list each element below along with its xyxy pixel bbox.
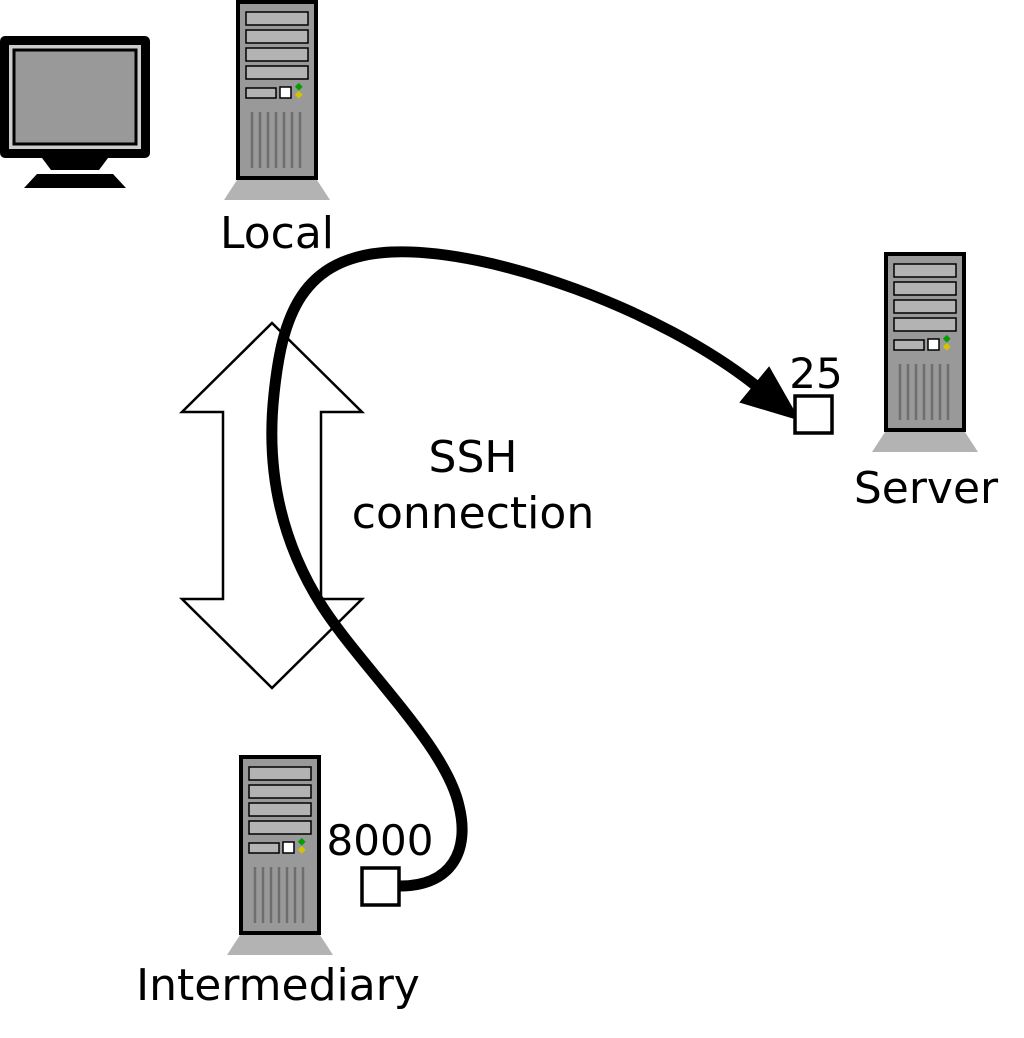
port-25-label: 25: [789, 349, 842, 398]
monitor-screen: [12, 48, 138, 146]
local-tower-icon: [222, 0, 332, 202]
ssh-connection-label: SSH connection: [352, 432, 594, 539]
server-label: Server: [854, 463, 999, 514]
monitor-base: [24, 174, 126, 188]
port-25-square: [793, 394, 834, 435]
server-tower-icon: [870, 252, 980, 454]
intermediary-label: Intermediary: [136, 960, 420, 1011]
monitor-stand: [42, 158, 108, 170]
ssh-connection-line1: SSH: [429, 432, 518, 483]
tunnel-curve: [266, 246, 759, 892]
intermediary-tower-icon: [225, 755, 335, 957]
tunnel-curve-arrowhead: [739, 366, 801, 421]
ssh-connection-line2: connection: [352, 488, 594, 539]
port-8000-label: 8000: [327, 816, 434, 865]
local-label: Local: [220, 208, 334, 259]
monitor-icon: [0, 36, 150, 188]
port-8000-square: [360, 866, 401, 907]
